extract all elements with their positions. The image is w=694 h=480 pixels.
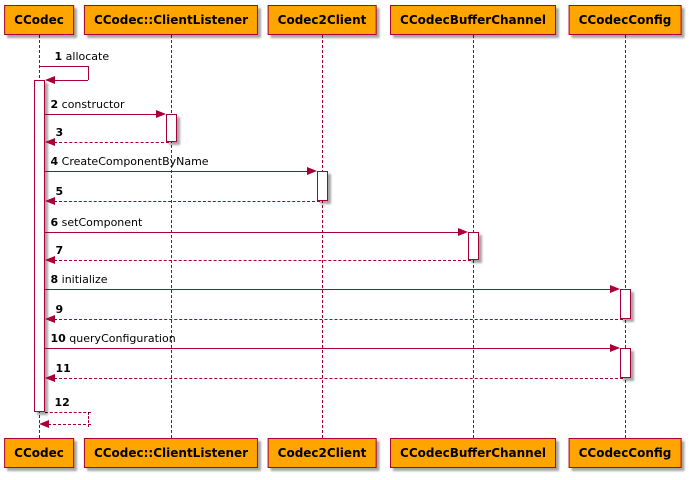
message-number-11: 11 — [55, 362, 71, 375]
message-line-12-bottom — [48, 424, 91, 425]
message-line-6 — [44, 232, 459, 233]
participant-box-top-buffer-channel: CCodecBufferChannel — [390, 5, 556, 35]
message-label-9: 9 — [56, 303, 64, 316]
message-arrowhead-7 — [44, 256, 55, 264]
participant-box-top-ccodec-config: CCodecConfig — [568, 5, 682, 35]
participant-box-bottom-ccodec-config: CCodecConfig — [568, 438, 682, 468]
message-label-3: 3 — [56, 126, 64, 139]
participant-box-top-codec2client: Codec2Client — [267, 5, 377, 35]
lifeline-client-listener — [171, 35, 172, 438]
message-line-1-top — [39, 66, 88, 67]
message-arrowhead-6 — [457, 228, 468, 236]
participant-box-bottom-client-listener: CCodec::ClientListener — [83, 438, 259, 468]
message-number-6: 6 — [50, 216, 59, 229]
message-line-12-side — [88, 412, 89, 427]
message-arrowhead-5 — [44, 197, 55, 205]
message-number-8: 8 — [50, 273, 59, 286]
message-number-1: 1 — [54, 50, 63, 63]
message-line-8 — [44, 289, 611, 290]
message-label-10: 10 queryConfiguration — [50, 332, 176, 345]
participant-box-bottom-ccodec: CCodec — [4, 438, 74, 468]
message-line-1-side — [88, 66, 89, 80]
message-number-10: 10 — [50, 332, 66, 345]
participant-box-bottom-codec2client: Codec2Client — [267, 438, 377, 468]
message-line-3 — [53, 142, 169, 143]
message-arrowhead-4 — [306, 167, 317, 175]
activation-bar-buffer-channel-3 — [467, 232, 479, 260]
activation-bar-ccodec-config-5 — [619, 348, 631, 378]
message-number-9: 9 — [55, 303, 64, 316]
message-line-11 — [53, 378, 623, 379]
message-number-4: 4 — [50, 155, 59, 168]
message-line-7 — [53, 260, 471, 261]
message-line-2 — [44, 114, 157, 115]
message-number-7: 7 — [55, 244, 64, 257]
participant-box-bottom-buffer-channel: CCodecBufferChannel — [390, 438, 556, 468]
participant-box-top-client-listener: CCodec::ClientListener — [83, 5, 259, 35]
message-label-1: 1 allocate — [54, 50, 110, 63]
message-number-5: 5 — [55, 185, 64, 198]
activation-bar-client-listener-1 — [165, 114, 177, 142]
activation-bar-ccodec-0 — [33, 80, 45, 412]
message-label-8: 8 initialize — [50, 273, 108, 286]
message-line-12-top — [44, 412, 91, 413]
message-line-1-bottom — [53, 80, 88, 81]
activation-bar-codec2client-2 — [316, 171, 328, 201]
message-arrowhead-2 — [155, 110, 166, 118]
message-line-10 — [44, 348, 611, 349]
message-number-2: 2 — [50, 98, 59, 111]
lifeline-codec2client — [322, 35, 323, 438]
message-number-12: 12 — [54, 396, 70, 409]
message-line-5 — [53, 201, 320, 202]
message-arrowhead-9 — [44, 315, 55, 323]
message-label-5: 5 — [56, 185, 64, 198]
lifeline-ccodec-config — [625, 35, 626, 438]
message-label-12: 12 — [55, 396, 70, 409]
message-line-4 — [44, 171, 308, 172]
message-label-6: 6 setComponent — [50, 216, 143, 229]
message-arrowhead-10 — [609, 344, 620, 352]
message-arrowhead-8 — [609, 285, 620, 293]
activation-bar-ccodec-config-4 — [619, 289, 631, 319]
message-arrowhead-12 — [39, 420, 49, 428]
message-arrowhead-1 — [44, 76, 55, 84]
message-number-3: 3 — [55, 126, 64, 139]
message-label-11: 11 — [56, 362, 71, 375]
message-label-4: 4 CreateComponentByName — [50, 155, 209, 168]
message-arrowhead-3 — [44, 138, 55, 146]
participant-box-top-ccodec: CCodec — [4, 5, 74, 35]
message-label-2: 2 constructor — [50, 98, 125, 111]
message-label-7: 7 — [56, 244, 64, 257]
message-line-9 — [53, 319, 623, 320]
message-arrowhead-11 — [44, 374, 55, 382]
